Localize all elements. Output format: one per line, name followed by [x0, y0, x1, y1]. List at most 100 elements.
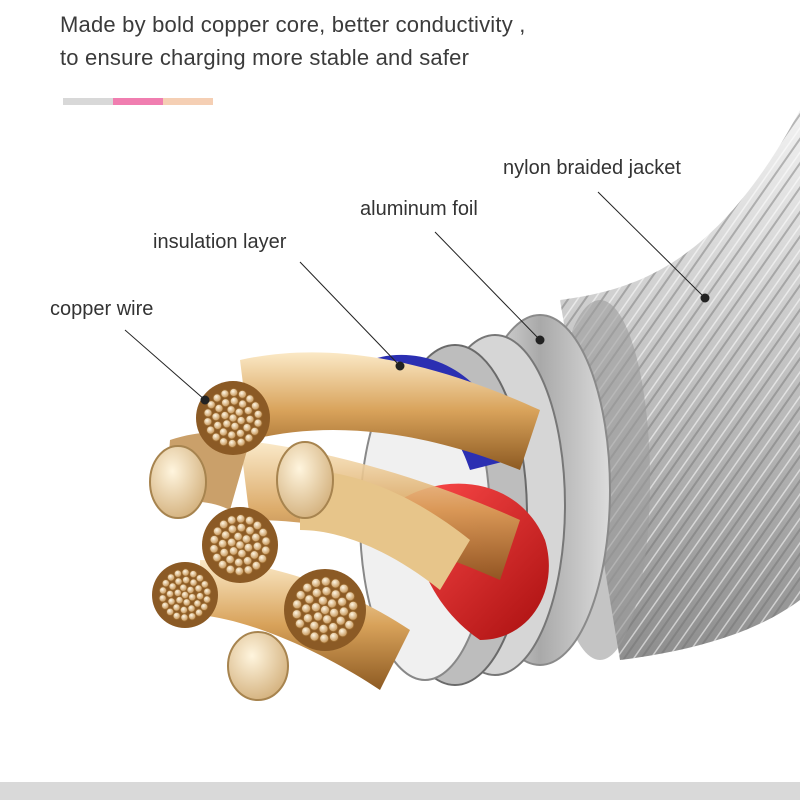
copper-strand: [203, 408, 213, 418]
copper-strand: [172, 603, 181, 612]
swatch-grey: [63, 98, 113, 105]
copper-strand: [161, 601, 170, 610]
copper-strand: [245, 515, 255, 526]
copper-strand: [219, 519, 229, 530]
copper-strand: [229, 396, 239, 406]
copper-strand: [234, 407, 244, 417]
copper-strand: [241, 534, 251, 544]
copper-strand: [173, 569, 182, 578]
copper-strand: [257, 554, 267, 564]
copper-strand: [219, 437, 229, 447]
copper-strand: [335, 615, 346, 626]
copper-strand: [243, 406, 253, 416]
copper-strand: [309, 631, 320, 642]
copper-strand: [320, 576, 331, 587]
copper-strand: [227, 524, 237, 534]
copper-strand: [182, 598, 191, 607]
copper-strand: [161, 579, 170, 588]
copper-strand: [318, 624, 329, 634]
headline: Made by bold copper core, better conduct…: [60, 8, 760, 74]
copper-strand: [338, 606, 349, 617]
copper-strand: [213, 420, 223, 430]
nylon-jacket-leader-dot: [700, 293, 710, 303]
copper-strand: [329, 607, 340, 618]
copper-strand: [310, 602, 321, 613]
copper-strand: [200, 602, 209, 611]
copper-strand: [235, 428, 245, 438]
copper-strand: [230, 421, 240, 431]
copper-strand: [166, 607, 175, 616]
copper-strand: [180, 613, 189, 622]
copper-strand: [213, 526, 223, 536]
copper-strand: [327, 598, 337, 609]
copper-strand: [234, 557, 244, 568]
copper-strand: [219, 547, 229, 558]
insulation-layer-leader: [299, 261, 401, 367]
copper-strand: [189, 578, 198, 587]
copper-strand: [345, 591, 356, 602]
copper-strand: [181, 568, 190, 577]
copper-strand: [242, 423, 252, 433]
copper-strand: [203, 417, 213, 427]
swatch-peach: [163, 98, 213, 105]
copper-strand: [172, 611, 181, 620]
copper-strand: [253, 418, 263, 428]
copper-strand: [227, 537, 237, 548]
copper-strand: [252, 541, 262, 551]
copper-strand: [229, 388, 239, 397]
bottom-strip: [0, 782, 800, 800]
headline-line-1: Made by bold copper core, better conduct…: [60, 12, 526, 37]
copper-strand: [195, 574, 204, 583]
copper-strand: [233, 531, 243, 542]
copper-strand: [214, 403, 224, 413]
copper-strand: [200, 580, 209, 589]
copper-strand: [236, 514, 246, 524]
copper-strand: [166, 573, 175, 582]
copper-strand: [180, 591, 189, 600]
copper-strand: [211, 432, 221, 442]
copper-strand: [193, 599, 202, 608]
wire-end-caps: [149, 441, 334, 701]
copper-strand: [321, 586, 332, 596]
copper-strand: [292, 599, 303, 610]
copper-strand: [236, 416, 246, 425]
copper-strand: [250, 401, 260, 411]
copper-strand: [252, 520, 262, 531]
copper-strand: [182, 576, 191, 585]
copper-strand: [209, 535, 219, 545]
copper-strand: [245, 525, 255, 536]
copper-strand: [317, 595, 328, 606]
copper-strand: [245, 394, 255, 404]
copper-strand: [218, 559, 228, 570]
copper-strand: [294, 618, 305, 629]
copper-strand: [234, 566, 244, 576]
nylon-jacket-leader: [597, 191, 706, 299]
copper-wire-label: copper wire: [50, 298, 154, 320]
copper-strand: [320, 605, 330, 615]
copper-strand: [243, 542, 253, 553]
copper-strand: [344, 620, 355, 630]
copper-strand: [313, 611, 323, 622]
copper-strand: [311, 578, 321, 588]
copper-strand: [179, 606, 188, 615]
copper-strand: [179, 583, 188, 592]
color-swatches: [63, 98, 213, 105]
copper-strand: [328, 622, 339, 632]
copper-strand: [301, 626, 312, 637]
headline-line-2: to ensure charging more stable and safer: [60, 45, 470, 70]
copper-strand: [236, 522, 246, 533]
copper-strand: [209, 544, 219, 554]
copper-strand: [158, 586, 167, 595]
copper-strand: [301, 603, 312, 614]
copper-strand: [225, 554, 235, 565]
aluminum-foil-leader-dot: [535, 335, 545, 345]
copper-strand: [212, 552, 222, 563]
copper-strand: [302, 613, 313, 624]
copper-strand: [250, 426, 260, 436]
copper-strand: [237, 389, 247, 399]
copper-strand: [330, 578, 341, 589]
copper-strand: [222, 419, 232, 429]
copper-strand: [261, 536, 271, 546]
copper-strand: [221, 530, 231, 540]
